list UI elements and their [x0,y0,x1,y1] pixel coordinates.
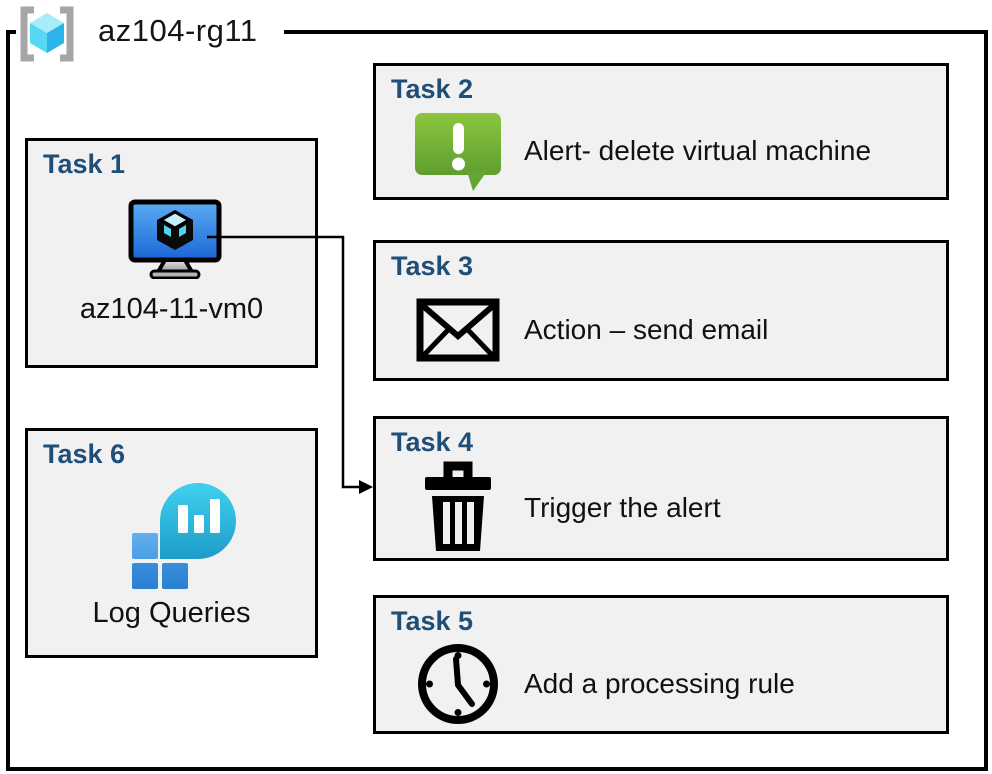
task3-title: Task 3 [391,251,474,281]
trash-icon-cell [406,461,510,555]
task4-box: Task 4 Trigger the alert [373,416,949,561]
task4-label: Trigger the alert [524,491,721,523]
resource-group-header-gap [16,26,284,39]
task5-label: Add a processing rule [524,667,795,699]
task1-box: Task 1 az104-11-vm0 [25,138,318,368]
alert-icon [415,112,501,191]
task3-content: Action – send email [406,285,936,374]
clock-icon-cell [406,641,510,727]
clock-icon [418,643,498,724]
task6-label: Log Queries [92,597,251,629]
task4-title: Task 4 [391,427,474,457]
task1-label: az104-11-vm0 [79,293,264,325]
trash-icon [425,461,491,551]
task6-title: Task 6 [43,439,126,469]
task2-title: Task 2 [391,74,474,104]
task1-title: Task 1 [43,149,126,179]
task2-content: Alert- delete virtual machine [406,108,936,193]
resource-group-boundary [6,30,988,771]
task5-title: Task 5 [391,606,474,636]
resource-group-icon [20,6,74,62]
task3-label: Action – send email [524,313,769,345]
alert-icon-cell [406,107,510,195]
task5-box: Task 5 Add a processing rule [373,595,949,734]
email-icon-cell [406,298,510,362]
email-icon [416,298,500,361]
task3-box: Task 3 Action – send email [373,240,949,381]
task6-box: Task 6 Log Queries [25,428,318,658]
task4-content: Trigger the alert [406,461,936,554]
task2-box: Task 2 Alert- delete virtual machine [373,63,949,200]
resource-group-label: az104-rg11 [98,13,258,48]
task5-content: Add a processing rule [406,640,936,727]
virtual-machine-icon [128,199,222,279]
task2-label: Alert- delete virtual machine [524,134,872,166]
log-queries-icon [132,483,236,589]
